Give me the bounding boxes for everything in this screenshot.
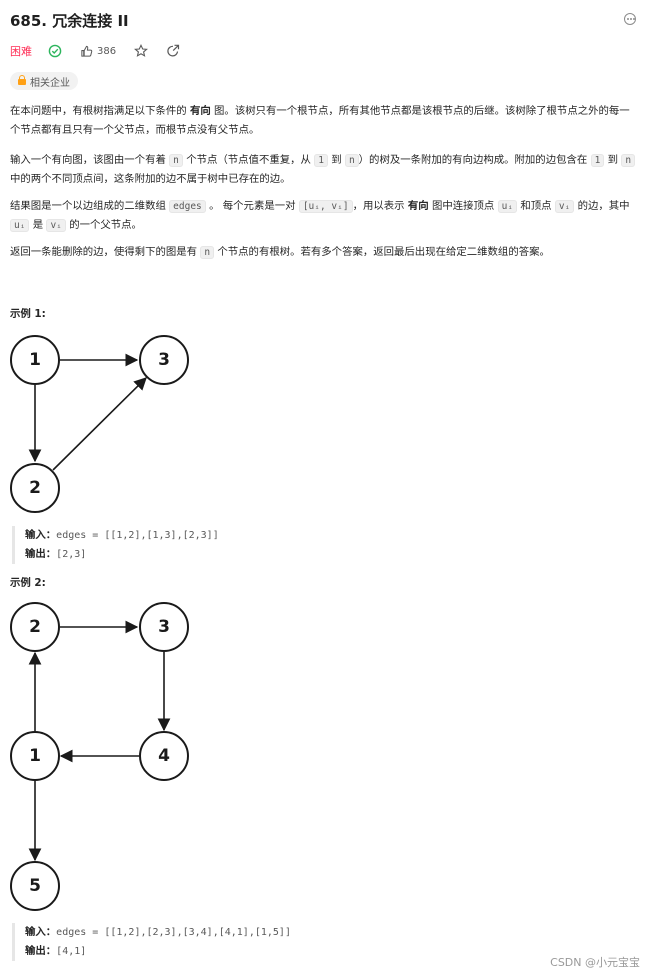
text: 和顶点 xyxy=(517,200,555,212)
text: 的一个父节点。 xyxy=(65,219,142,231)
svg-text:4: 4 xyxy=(158,746,170,766)
text: ）的树及一条附加的有向边构成。附加的边包含在 xyxy=(358,154,591,166)
svg-text:3: 3 xyxy=(158,350,170,370)
text: 是 xyxy=(29,219,47,231)
svg-text:1: 1 xyxy=(29,350,41,370)
watermark: CSDN @小元宝宝 xyxy=(550,956,640,969)
page-title: 685. 冗余连接 II xyxy=(10,12,129,30)
example-2-graph: 1 2 3 4 5 xyxy=(10,602,189,911)
graph-node: 3 xyxy=(139,602,189,652)
text: 返回一条能删除的边，使得剩下的图是有 xyxy=(10,246,201,258)
inline-code: 1 xyxy=(590,154,605,167)
svg-text:1: 1 xyxy=(29,746,41,766)
inline-code: n xyxy=(200,246,215,259)
difficulty-badge: 困难 xyxy=(10,45,32,58)
company-tag[interactable]: 相关企业 xyxy=(10,72,78,90)
svg-text:2: 2 xyxy=(29,617,41,637)
text: 个节点的有根树。若有多个答案，返回最后出现在给定二维数组的答案。 xyxy=(214,246,550,258)
graph-node: 1 xyxy=(10,731,60,781)
text: 个节点（节点值不重复，从 xyxy=(182,154,315,166)
text: 图中连接顶点 xyxy=(428,200,498,212)
output-value: [2,3] xyxy=(56,549,87,560)
inline-code: vᵢ xyxy=(554,200,575,213)
input-label: 输入： xyxy=(25,529,57,541)
input-value: edges = [[1,2],[1,3],[2,3]] xyxy=(56,530,219,541)
inline-code: edges xyxy=(169,200,206,213)
graph-node: 3 xyxy=(139,335,189,385)
more-icon[interactable] xyxy=(624,13,636,25)
example-2-io: 输入：edges = [[1,2],[2,3],[3,4],[4,1],[1,5… xyxy=(12,923,291,961)
example-2-title: 示例 2: xyxy=(10,577,46,589)
example-1-graph: 1 2 3 xyxy=(10,335,189,513)
star-icon[interactable] xyxy=(134,44,149,58)
text: 输入一个有向图，该图由一个有着 xyxy=(10,154,170,166)
example-1-title: 示例 1: xyxy=(10,308,46,320)
graph-node: 1 xyxy=(10,335,60,385)
text: 在本问题中，有根树指满足以下条件的 xyxy=(10,105,190,117)
inline-code: uᵢ xyxy=(10,219,30,232)
like-count: 386 xyxy=(97,45,117,57)
output-label: 输出： xyxy=(25,548,57,560)
check-circle-icon[interactable] xyxy=(48,44,62,58)
text: 。 每个元素是一对 xyxy=(205,200,299,212)
svg-text:2: 2 xyxy=(29,478,41,498)
graph-node: 2 xyxy=(10,463,60,513)
graph-node: 2 xyxy=(10,602,60,652)
input-value: edges = [[1,2],[2,3],[3,4],[4,1],[1,5]] xyxy=(56,927,291,938)
inline-code: [uᵢ, vᵢ] xyxy=(298,200,353,213)
inline-code: vᵢ xyxy=(46,219,66,232)
description-paragraph-3: 结果图是一个以边组成的二维数组 edges 。 每个元素是一对 [uᵢ, vᵢ]… xyxy=(10,197,640,235)
company-tag-label: 相关企业 xyxy=(30,77,70,89)
thumbs-up-icon xyxy=(80,45,93,58)
description-paragraph-4: 返回一条能删除的边，使得剩下的图是有 n 个节点的有根树。若有多个答案，返回最后… xyxy=(10,243,640,262)
input-label: 输入： xyxy=(25,926,57,938)
text: 中的两个不同顶点间，这条附加的边不属于树中已存在的边。 xyxy=(10,173,291,185)
text: 结果图是一个以边组成的二维数组 xyxy=(10,200,170,212)
text: ，用以表示 xyxy=(352,200,408,212)
inline-code: n xyxy=(344,154,359,167)
example-1-io: 输入：edges = [[1,2],[1,3],[2,3]] 输出：[2,3] xyxy=(12,526,219,564)
problem-meta: 困难 386 xyxy=(10,42,180,60)
svg-text:3: 3 xyxy=(158,617,170,637)
like-button[interactable]: 386 xyxy=(80,45,116,58)
text-bold: 有向 xyxy=(189,105,211,117)
svg-text:5: 5 xyxy=(29,876,41,896)
description-paragraph-2: 输入一个有向图，该图由一个有着 n 个节点（节点值不重复，从 1 到 n）的树及… xyxy=(10,151,640,189)
text: 图。该树只有一个根节点，所有其他节点都是该根节点的后继。该树除了根节点之外的每一… xyxy=(10,105,630,136)
inline-code: n xyxy=(169,154,183,167)
inline-code: n xyxy=(621,154,636,167)
share-icon[interactable] xyxy=(166,44,180,58)
graph-edge xyxy=(52,377,147,471)
output-value: [4,1] xyxy=(56,946,87,957)
inline-code: uᵢ xyxy=(497,200,518,213)
graph-node: 5 xyxy=(10,861,60,911)
text: 到 xyxy=(604,154,622,166)
graph-node: 4 xyxy=(139,731,189,781)
text: 到 xyxy=(327,154,345,166)
description-paragraph-1: 在本问题中，有根树指满足以下条件的 有向 图。该树只有一个根节点，所有其他节点都… xyxy=(10,102,640,140)
text-bold: 有向 xyxy=(407,200,429,212)
lock-icon xyxy=(18,75,26,85)
text: 的边，其中 xyxy=(574,200,630,212)
output-label: 输出： xyxy=(25,945,57,957)
inline-code: 1 xyxy=(314,154,328,167)
